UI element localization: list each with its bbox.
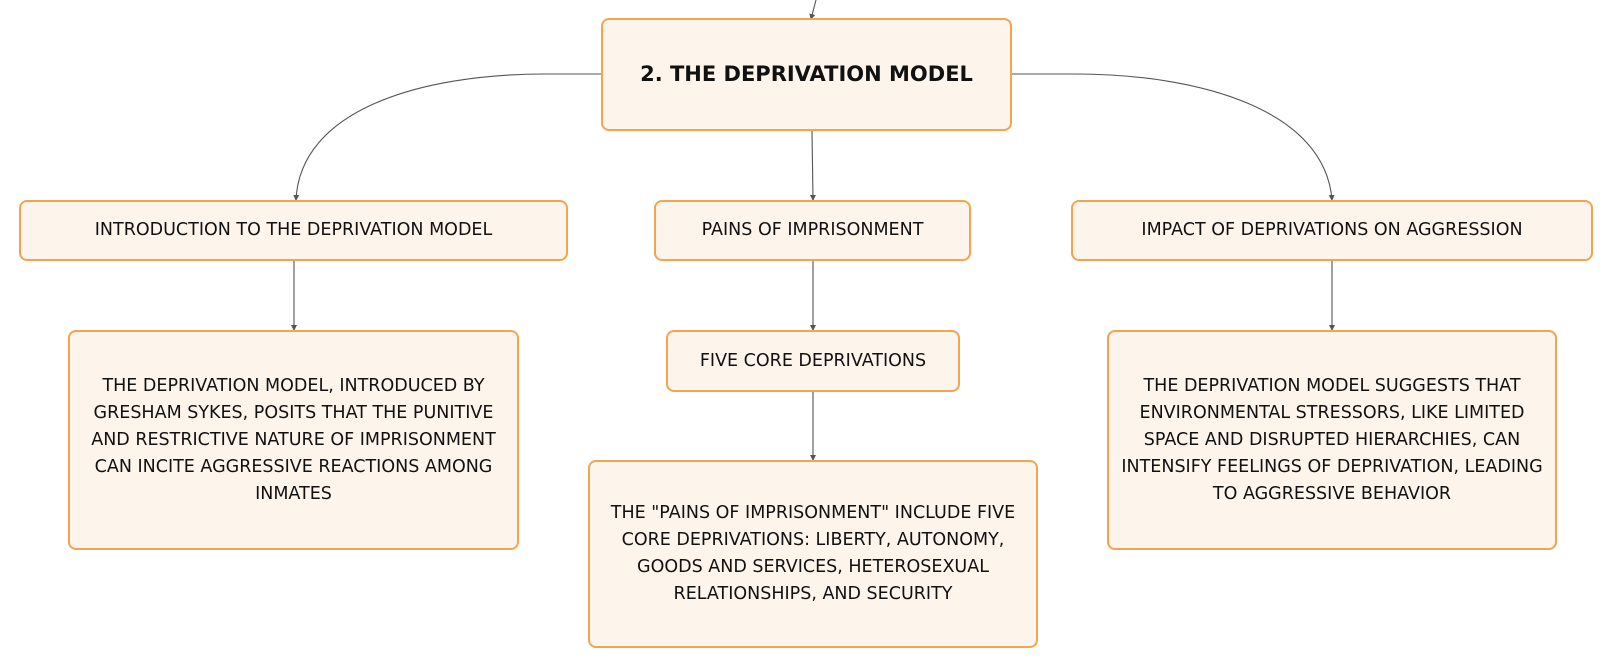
sub-node-five-core-deprivations[interactable]: FIVE CORE DEPRIVATIONS <box>666 330 960 392</box>
detail-node-impact-on-aggression[interactable]: THE DEPRIVATION MODEL SUGGESTS THAT ENVI… <box>1107 330 1557 550</box>
connector-root-pains <box>809 130 816 201</box>
root-node-deprivation-model[interactable]: 2. THE DEPRIVATION MODEL <box>601 18 1012 131</box>
branch-node-impact-on-aggression[interactable]: IMPACT OF DEPRIVATIONS ON AGGRESSION <box>1071 200 1593 261</box>
detail-node-introduction[interactable]: THE DEPRIVATION MODEL, INTRODUCED BY GRE… <box>68 330 519 550</box>
branch-node-pains-of-imprisonment[interactable]: PAINS OF IMPRISONMENT <box>654 200 971 261</box>
connector-incoming-root <box>809 0 817 20</box>
connector-root-intro <box>293 73 602 201</box>
detail-node-pains-of-imprisonment[interactable]: THE "PAINS OF IMPRISONMENT" INCLUDE FIVE… <box>588 460 1038 648</box>
connector-root-impact <box>1012 73 1335 201</box>
branch-node-introduction[interactable]: INTRODUCTION TO THE DEPRIVATION MODEL <box>19 200 568 261</box>
